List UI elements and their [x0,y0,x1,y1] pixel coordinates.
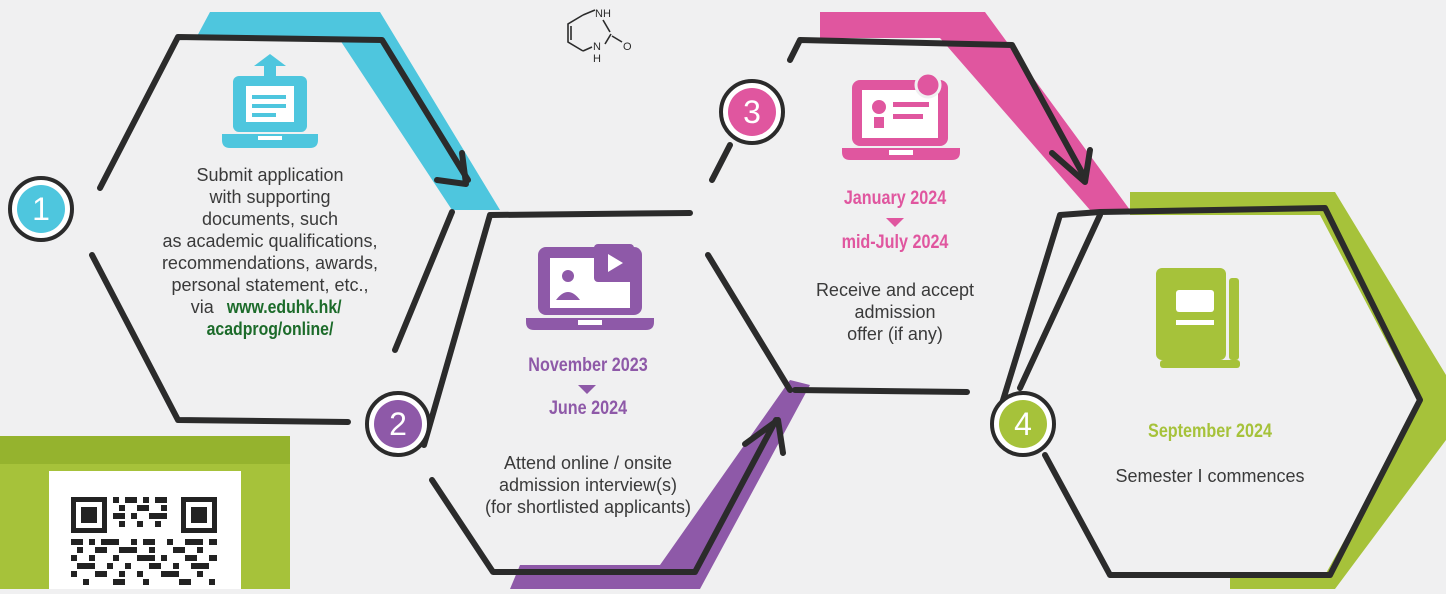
step1-link-prefix: via [190,297,214,317]
molecule-icon [567,9,623,52]
step1-hexagon-outline [89,34,471,425]
step2-date-to: June 2024 [548,398,628,419]
step2-description: Attend online / onsite admission intervi… [448,452,728,518]
step2-accent-band [510,380,810,589]
step1-line: personal statement, etc., [171,275,369,295]
step1-line: with supporting [209,187,331,207]
step1-line: Submit application [196,165,344,185]
step4-hexagon-outline [997,205,1423,578]
laptop-upload-document-icon [222,54,318,148]
step3-date-arrow [886,218,904,227]
step1-line: recommendations, awards, [161,253,379,273]
step2-line: Attend online / onsite [503,453,673,473]
application-link-part2[interactable]: acadprog/online/ [206,319,334,339]
step2-line: (for shortlisted applicants) [484,497,692,517]
step3-line: admission [854,302,936,322]
step3-description: Receive and accept admission offer (if a… [765,279,1025,345]
step3-arrow-head [1049,147,1093,185]
step1-description: Submit application with supporting docum… [130,164,410,340]
step4-accent-band [1130,192,1446,589]
step3-hexagon-outline [709,37,1103,395]
step1-line: documents, such [201,209,339,229]
step4-date: September 2024 [1148,421,1272,442]
step4-description: Semester I commences [1070,465,1350,487]
book-icon [1156,268,1240,368]
step2-number: 2 [389,406,407,442]
step2-arrow-head [742,417,786,456]
molecule-label-h: H [593,53,601,65]
application-link-part1[interactable]: www.eduhk.hk/ [226,297,342,317]
step3-line: offer (if any) [847,324,943,344]
qr-code-icon[interactable] [49,471,241,589]
step4-number: 4 [1014,406,1032,442]
step1-accent-band [195,12,500,210]
step3-accent-band [820,12,1130,210]
qr-panel-header [0,436,290,464]
molecule-label-n: N [593,41,601,53]
step1-link-line: via www.eduhk.hk/ [130,296,410,318]
step2-date-from: November 2023 [528,355,648,376]
molecule-label-o: O [623,41,632,53]
step2-date-arrow [578,385,596,394]
step1-line: as academic qualifications, [162,231,378,251]
step4-line: Semester I commences [1115,466,1305,486]
step3-date-to: mid-July 2024 [841,232,949,253]
qr-code-frame [49,471,241,589]
step2-line: admission interview(s) [498,475,678,495]
molecule-label-nh: NH [595,8,611,20]
step2-hexagon-outline [421,210,793,575]
step1-number: 1 [32,191,50,227]
step1-arrow-head [434,150,469,187]
laptop-video-call-icon [526,244,654,330]
step3-line: Receive and accept [815,280,975,300]
step3-number: 3 [743,94,761,130]
step3-date-from: January 2024 [843,188,947,209]
laptop-certificate-icon [842,71,960,160]
